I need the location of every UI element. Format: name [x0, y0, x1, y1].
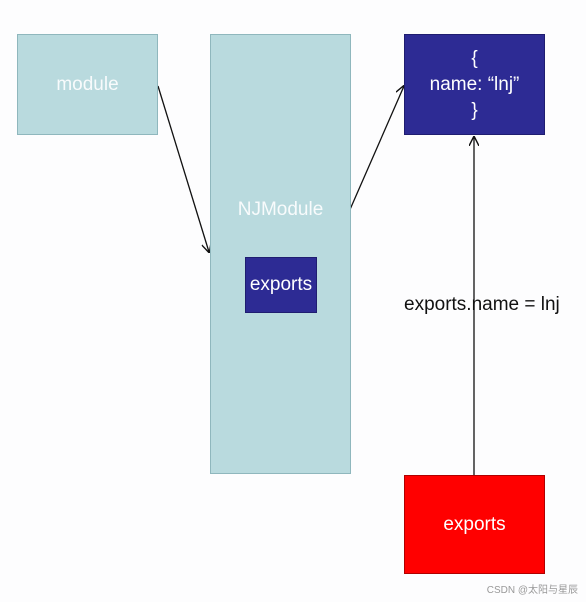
- assignment-edge-label: exports.name = lnj: [404, 294, 560, 315]
- object-open-brace: {: [471, 47, 478, 69]
- exports-variable-label: exports: [443, 513, 506, 535]
- njmodule-label: NJModule: [237, 199, 324, 220]
- module-label: module: [56, 73, 119, 95]
- module-box: module: [17, 34, 158, 135]
- arrow-module-to-njmodule: [157, 85, 209, 252]
- njmodule-box: NJModule: [210, 34, 351, 474]
- exports-object-box: { name: “lnj” }: [404, 34, 545, 135]
- exports-variable-box: exports: [404, 475, 545, 574]
- object-name-property: name: “lnj”: [429, 73, 520, 95]
- exports-property-box: exports: [245, 257, 317, 313]
- watermark: CSDN @太阳与星辰: [486, 585, 578, 596]
- exports-property-label: exports: [249, 274, 313, 295]
- object-close-brace: }: [471, 99, 478, 121]
